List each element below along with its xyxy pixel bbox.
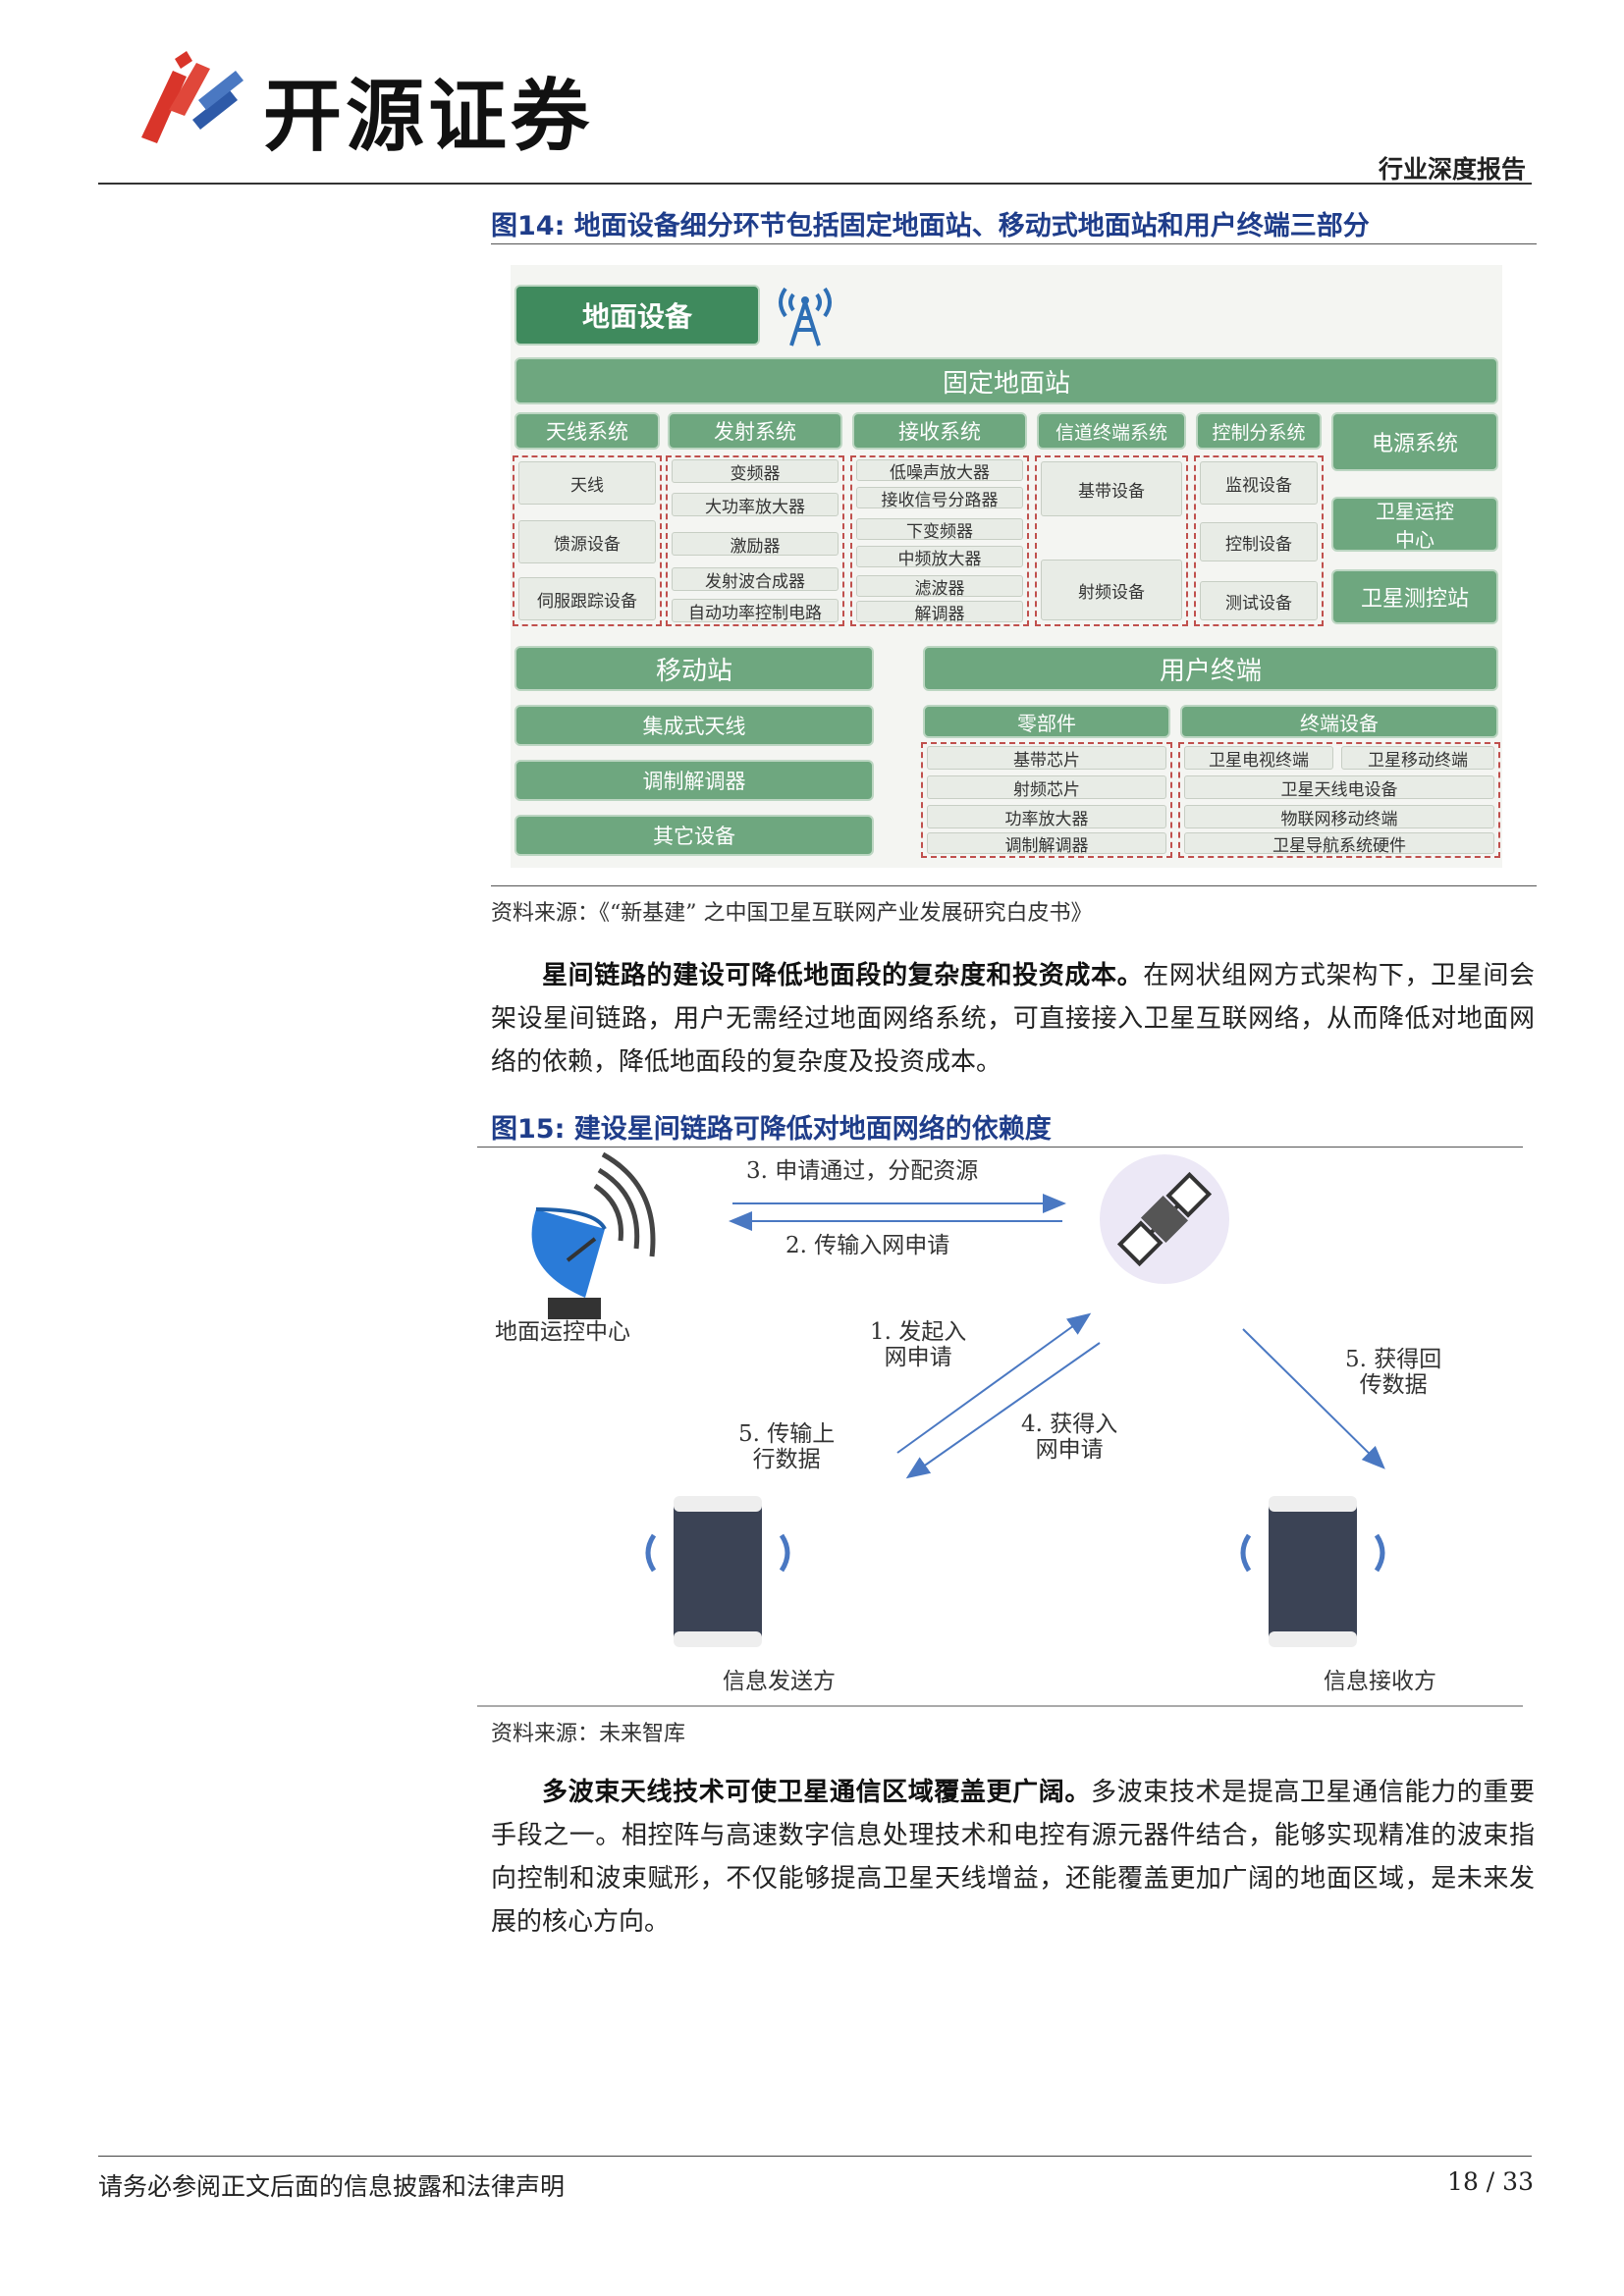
figure-14-source: 资料来源：《“新基建” 之中国卫星互联网产业发展研究白皮书》: [491, 901, 1093, 926]
transmit-item: 变频器: [672, 459, 839, 484]
report-type: 行业深度报告: [1378, 155, 1526, 184]
paragraph-1-bold: 星间链路的建设可降低地面段的复杂度和投资成本。: [542, 961, 1144, 990]
terminals-item: 物联网移动终端: [1184, 805, 1494, 829]
paragraph-2-bold: 多波束天线技术可使卫星通信区域覆盖更广阔。: [542, 1778, 1092, 1807]
antenna-item: 天线: [518, 461, 656, 505]
figure-14-title-rule: [491, 243, 1537, 244]
parts-item: 基带芯片: [927, 746, 1166, 771]
figure-15-title-rule: [477, 1147, 1523, 1148]
fixed-station: 固定地面站: [514, 357, 1498, 404]
control-item: 控制设备: [1200, 522, 1318, 561]
mobile-station: 移动站: [514, 646, 874, 691]
col-header-channel: 信道终端系统: [1037, 412, 1186, 450]
paragraph-1: 星间链路的建设可降低地面段的复杂度和投资成本。在网状组网方式架构下，卫星间会架设…: [491, 954, 1535, 1084]
footer-disclaimer: 请务必参阅正文后面的信息披露和法律声明: [98, 2172, 566, 2201]
col-header-receive: 接收系统: [852, 412, 1027, 450]
sender-label: 信息发送方: [723, 1669, 836, 1694]
user-terminal: 用户终端: [923, 646, 1498, 691]
receive-item: 中频放大器: [856, 546, 1023, 569]
header-rule: [98, 183, 1532, 185]
parts-header: 零部件: [923, 705, 1170, 738]
transmit-group: [666, 455, 844, 626]
col-header-antenna-full: 天线系统: [514, 412, 660, 450]
mobile-item: 调制解调器: [514, 760, 874, 801]
transmit-item: 大功率放大器: [672, 493, 839, 517]
terminals-item: 卫星导航系统硬件: [1184, 832, 1494, 856]
receive-item: 滤波器: [856, 575, 1023, 599]
antenna-icon: [779, 287, 832, 347]
control-item: 监视设备: [1200, 461, 1318, 505]
col-header-transmit: 发射系统: [668, 412, 842, 450]
channel-group: [1035, 455, 1188, 626]
control-group: [1194, 455, 1324, 626]
step-1-label: 1. 发起入网申请: [870, 1319, 967, 1370]
antenna-group: [513, 455, 662, 626]
terminals-item: 卫星天线电设备: [1184, 775, 1494, 800]
terminals-item: 卫星电视终端: [1184, 746, 1333, 771]
step-4-label: 4. 获得入网申请: [1021, 1412, 1118, 1463]
step-2-label: 2. 传输入网申请: [785, 1233, 950, 1258]
ground-equipment-diagram: 地面设备 固定地面站 天线系统 发射系统 接收系统 信道终端系统 控制分系统 天…: [511, 265, 1502, 868]
figure-14-bottom-rule: [491, 885, 1537, 886]
sender-phone-icon: [645, 1496, 790, 1647]
col-header-control: 控制分系统: [1196, 412, 1322, 450]
satellite-dish-icon: [531, 1151, 656, 1319]
mobile-item: 集成式天线: [514, 705, 874, 746]
receive-group: [850, 455, 1029, 626]
brand-name: 开源证券: [263, 71, 593, 162]
satellite-icon: [1100, 1154, 1229, 1284]
terminals-group: [1178, 742, 1500, 858]
channel-item: 基带设备: [1041, 461, 1182, 516]
power-system: 电源系统: [1331, 412, 1498, 471]
parts-item: 调制解调器: [927, 832, 1166, 856]
receive-item: 接收信号分路器: [856, 487, 1023, 510]
brand-logo-icon: [141, 51, 244, 143]
page-number: 18 / 33: [1447, 2167, 1534, 2196]
step-5-download-label: 5. 获得回传数据: [1345, 1347, 1442, 1398]
link-diagram: [477, 1151, 1523, 1707]
terminals-header: 终端设备: [1180, 705, 1498, 738]
channel-item: 射频设备: [1041, 560, 1182, 620]
paragraph-2-text: 多波束技术是提高卫星通信能力的重要手段之一。相控阵与高速数字信息处理技术和电控有…: [491, 1778, 1535, 1937]
transmit-item: 自动功率控制电路: [672, 599, 839, 623]
operation-center: 卫星运控中心: [1331, 497, 1498, 552]
antenna-item: 馈源设备: [518, 520, 656, 563]
parts-group: [921, 742, 1172, 858]
ground-center-label: 地面运控中心: [495, 1319, 630, 1345]
paragraph-2: 多波束天线技术可使卫星通信区域覆盖更广阔。多波束技术是提高卫星通信能力的重要手段…: [491, 1771, 1535, 1944]
receiver-phone-icon: [1240, 1496, 1385, 1647]
paragraph-1-text: 在网状组网方式架构下，卫星间会架设星间链路，用户无需经过地面网络系统，可直接接入…: [491, 961, 1535, 1077]
terminals-item: 卫星移动终端: [1341, 746, 1494, 771]
transmit-item: 激励器: [672, 532, 839, 557]
figure-15-title: 图15: 建设星间链路可降低对地面网络的依赖度: [491, 1114, 1052, 1145]
diagram-root: 地面设备: [514, 285, 760, 346]
step-3-label: 3. 申请通过，分配资源: [746, 1158, 979, 1184]
parts-item: 射频芯片: [927, 775, 1166, 800]
transmit-item: 发射波合成器: [672, 567, 839, 592]
receive-item: 低噪声放大器: [856, 459, 1023, 483]
step-5-upload-label: 5. 传输上行数据: [738, 1421, 836, 1472]
mobile-item: 其它设备: [514, 815, 874, 856]
tt-c-station: 卫星测控站: [1331, 569, 1498, 624]
footer-rule: [98, 2156, 1532, 2157]
receiver-label: 信息接收方: [1324, 1669, 1436, 1694]
figure-14-title: 图14: 地面设备细分环节包括固定地面站、移动式地面站和用户终端三部分: [491, 211, 1370, 241]
control-item: 测试设备: [1200, 581, 1318, 620]
figure-15-source: 资料来源：未来智库: [491, 1722, 686, 1746]
parts-item: 功率放大器: [927, 805, 1166, 829]
receive-item: 解调器: [856, 601, 1023, 624]
receive-item: 下变频器: [856, 518, 1023, 542]
antenna-item: 伺服跟踪设备: [518, 577, 656, 620]
